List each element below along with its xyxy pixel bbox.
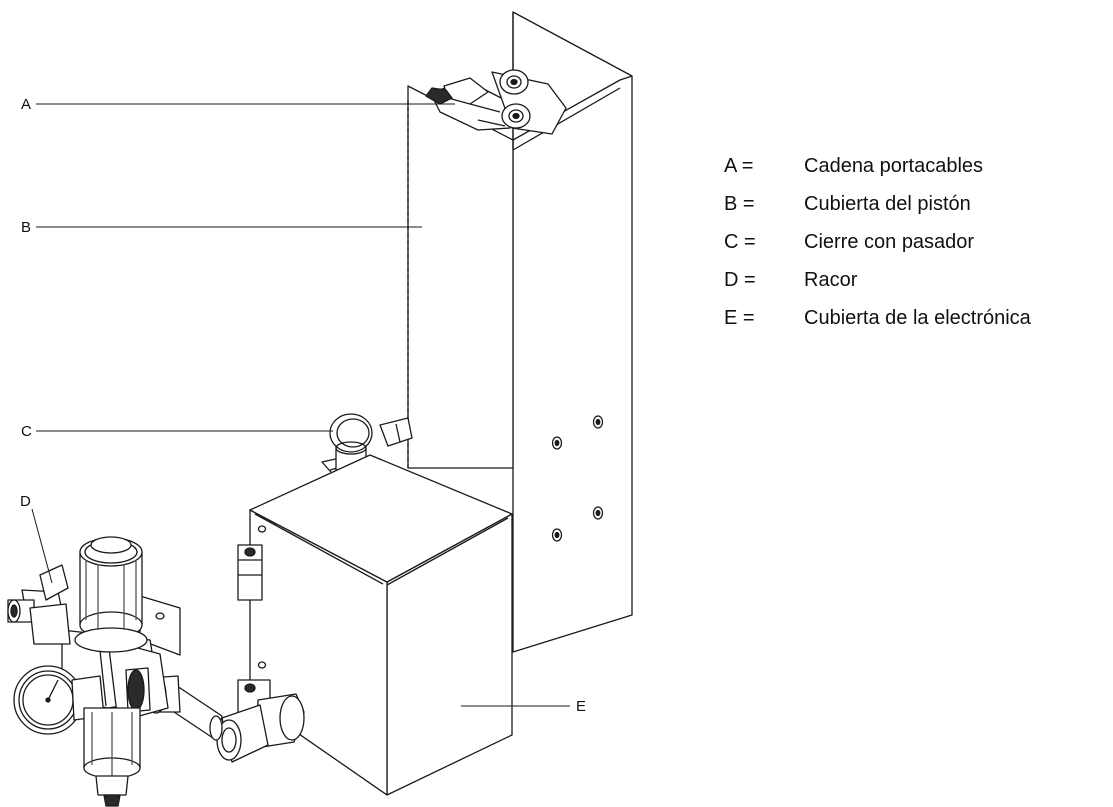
callout-a: A <box>21 96 31 113</box>
legend-item-a: A = Cadena portacables <box>724 155 1031 193</box>
legend-text: Cubierta de la electrónica <box>804 307 1031 329</box>
leader-line-d <box>31 508 53 584</box>
cable-chain <box>425 69 567 135</box>
legend-text: Cadena portacables <box>804 155 984 177</box>
legend-key: C = <box>724 231 756 253</box>
legend-key: E = <box>724 307 755 329</box>
callout-b: B <box>21 219 31 236</box>
legend-item-d: D = Racor <box>724 269 1031 307</box>
callout-c: C <box>21 423 32 440</box>
legend-text: Racor <box>804 269 858 291</box>
air-regulator <box>7 536 181 807</box>
legend-key: D = <box>724 269 756 291</box>
legend-item-b: B = Cubierta del pistón <box>724 193 1031 231</box>
piston-cover <box>407 85 514 469</box>
legend-key: A = <box>724 155 754 177</box>
legend-item-c: C = Cierre con pasador <box>724 231 1031 269</box>
callout-d: D <box>20 493 31 510</box>
legend-item-e: E = Cubierta de la electrónica <box>724 307 1031 345</box>
bolt-holes <box>551 415 604 542</box>
legend: A = Cadena portacables B = Cubierta del … <box>724 155 1031 345</box>
legend-text: Cubierta del pistón <box>804 193 971 215</box>
callout-e: E <box>576 698 586 715</box>
piston-column <box>407 11 633 653</box>
legend-text: Cierre con pasador <box>804 231 975 253</box>
legend-key: B = <box>724 193 755 215</box>
